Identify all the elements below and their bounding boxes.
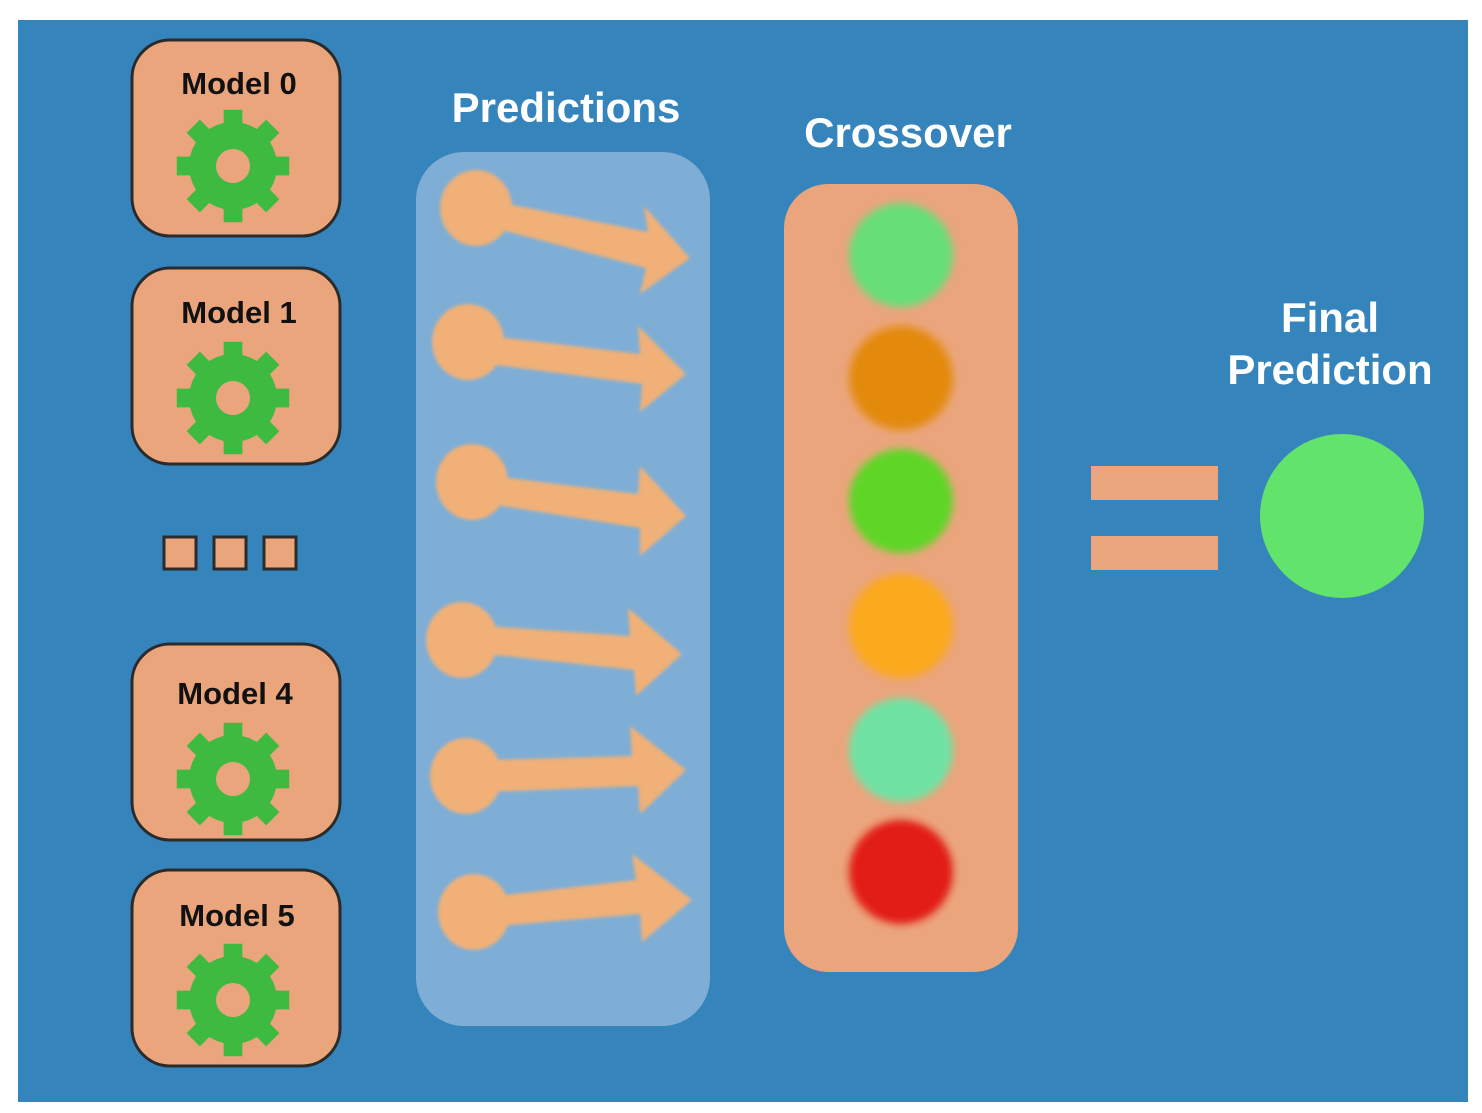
gear-shape bbox=[176, 943, 290, 1057]
model-label: Model 1 bbox=[181, 295, 297, 330]
prediction-arrow bbox=[438, 854, 692, 950]
crossover-dot-4 bbox=[849, 574, 953, 678]
prediction-arrow bbox=[426, 602, 682, 696]
crossover-dots bbox=[849, 203, 953, 924]
final-prediction-title-line-1: Final bbox=[1280, 294, 1379, 341]
model-label: Model 0 bbox=[181, 66, 297, 101]
gear-shape bbox=[176, 109, 290, 223]
final-prediction-title-line-2: Prediction bbox=[1227, 346, 1433, 393]
crossover-title: Crossover bbox=[804, 109, 1012, 156]
prediction-arrow bbox=[440, 170, 690, 294]
crossover-dot-1 bbox=[849, 203, 953, 307]
final-prediction-dot bbox=[1260, 434, 1424, 598]
ellipsis-square bbox=[212, 535, 248, 571]
crossover-dot-5 bbox=[849, 698, 953, 802]
prediction-arrows bbox=[426, 170, 692, 950]
equals-sign bbox=[1091, 466, 1218, 570]
crossover-dot-3 bbox=[849, 449, 953, 553]
model-label: Model 5 bbox=[179, 898, 295, 933]
gear-shape bbox=[176, 722, 290, 836]
gear-icon bbox=[176, 722, 290, 836]
crossover-dot-6 bbox=[849, 820, 953, 924]
gear-icon bbox=[176, 109, 290, 223]
ellipsis-square bbox=[162, 535, 198, 571]
ellipsis bbox=[162, 535, 298, 571]
model-label: Model 4 bbox=[177, 676, 293, 711]
prediction-arrow bbox=[436, 444, 686, 556]
final-prediction-title: Final Prediction bbox=[1200, 292, 1460, 396]
crossover-dot-2 bbox=[849, 326, 953, 430]
ellipsis-square bbox=[262, 535, 298, 571]
predictions-title: Predictions bbox=[451, 84, 681, 131]
gear-icon bbox=[176, 943, 290, 1057]
prediction-arrow bbox=[430, 726, 686, 814]
gear-shape bbox=[176, 341, 290, 455]
prediction-arrow bbox=[432, 304, 686, 412]
gear-icon bbox=[176, 341, 290, 455]
